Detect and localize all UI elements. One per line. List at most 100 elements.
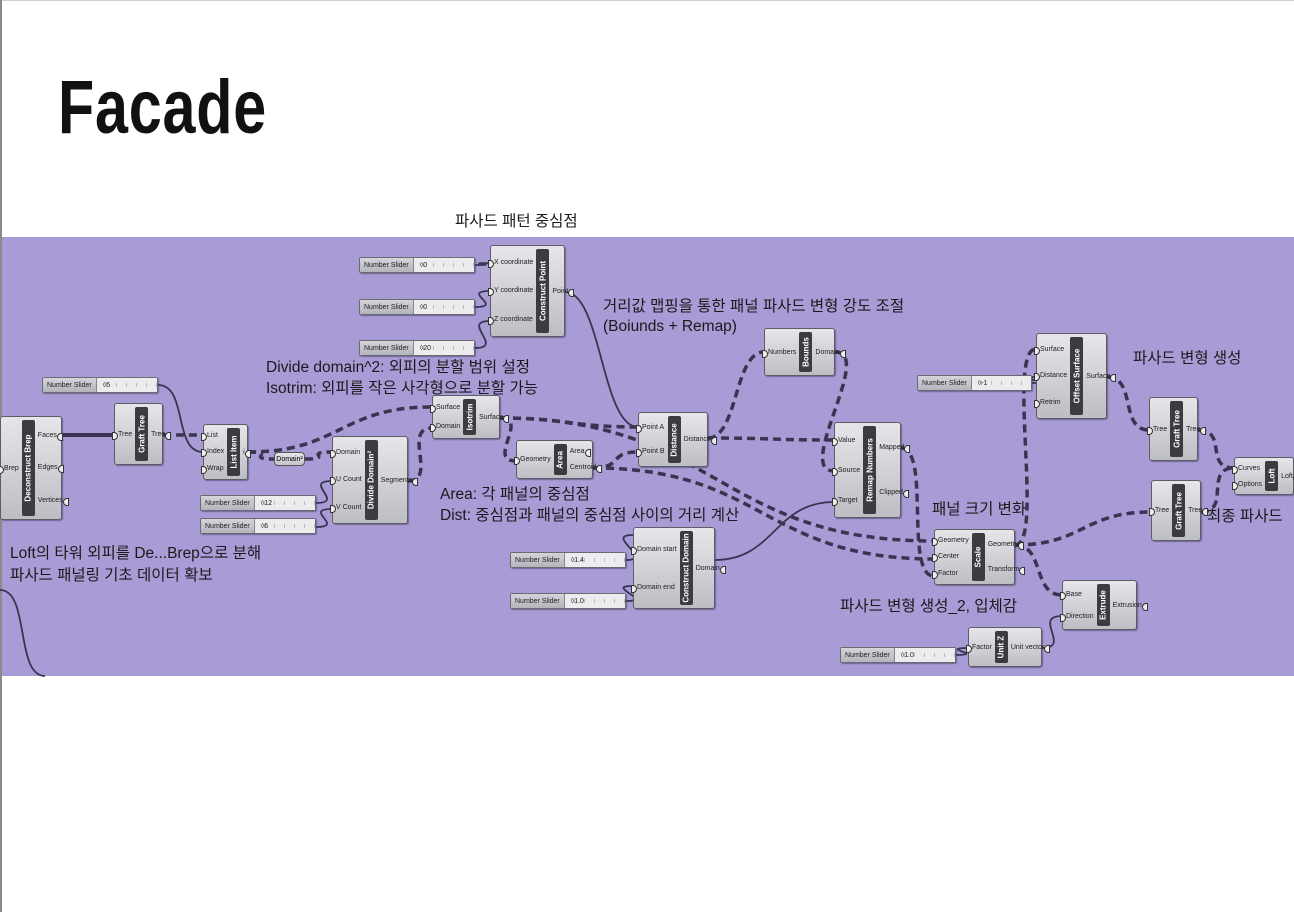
output-port-surface[interactable]: Surface: [1086, 372, 1117, 382]
slider-v[interactable]: Number Slider◊6: [200, 518, 316, 534]
input-port-surface[interactable]: Surface: [1033, 345, 1065, 355]
output-port-vertices[interactable]: Vertices: [37, 497, 69, 507]
slider-domain-end[interactable]: Number Slider◊1.0: [510, 593, 626, 609]
slider-track[interactable]: ◊-1: [971, 376, 1031, 390]
input-port-u-count[interactable]: U Count: [330, 476, 362, 486]
note-facade-deform: 파사드 변형 생성: [1133, 350, 1242, 367]
input-port-tree[interactable]: Tree: [111, 430, 133, 440]
input-port-tree[interactable]: Tree: [1146, 425, 1168, 435]
slider-track[interactable]: ◊1.0: [894, 648, 955, 662]
output-port-faces[interactable]: Faces: [37, 431, 63, 441]
input-port-list[interactable]: List: [201, 431, 218, 441]
input-port-brep[interactable]: Brep: [0, 464, 19, 474]
input-port-target[interactable]: Target: [831, 496, 858, 506]
output-port-area[interactable]: Area: [569, 447, 591, 457]
input-port-source[interactable]: Source: [831, 466, 861, 476]
input-port-point-b[interactable]: Point B: [636, 448, 665, 458]
slider-unitz[interactable]: Number Slider◊1.0: [840, 647, 956, 663]
slider-track[interactable]: ◊6: [254, 519, 315, 533]
output-port-loft[interactable]: Loft: [1281, 472, 1294, 482]
input-port-geometry[interactable]: Geometry: [514, 456, 551, 465]
output-port-unit-vector[interactable]: Unit vector: [1010, 643, 1051, 653]
input-port-direction[interactable]: Direction: [1060, 612, 1094, 622]
output-port-centroid[interactable]: Centroid: [569, 464, 603, 474]
input-port-domain[interactable]: Domain: [429, 423, 461, 432]
input-port-surface[interactable]: Surface: [429, 404, 461, 413]
input-port-y-coordinate[interactable]: Y coordinate: [487, 287, 534, 297]
input-port-curves[interactable]: Curves: [1231, 464, 1261, 474]
input-port-geometry[interactable]: Geometry: [932, 536, 969, 546]
slider-offset[interactable]: Number Slider◊-1: [917, 375, 1032, 391]
slider-track[interactable]: ◊0: [413, 300, 474, 314]
output-port-segments[interactable]: Segments: [380, 476, 418, 486]
output-port-clipped[interactable]: Clipped: [879, 489, 909, 498]
slider-x[interactable]: Number Slider◊0: [359, 257, 475, 273]
note-panel-scale: 패널 크기 변화: [932, 501, 1027, 518]
input-port-distance[interactable]: Distance: [1033, 372, 1068, 382]
slider-y[interactable]: Number Slider◊0: [359, 299, 475, 315]
input-port-base[interactable]: Base: [1060, 590, 1082, 600]
slider-track[interactable]: ◊1.0: [564, 594, 625, 608]
slider-track[interactable]: ◊5: [96, 378, 157, 392]
input-port-domain-start[interactable]: Domain start: [631, 545, 677, 555]
input-port-options[interactable]: Options: [1231, 480, 1263, 490]
domain-param[interactable]: Domain²: [274, 452, 305, 466]
output-port-distance[interactable]: Distance: [683, 436, 718, 445]
input-port-domain[interactable]: Domain: [329, 449, 361, 459]
output-port-i[interactable]: i: [243, 448, 250, 458]
input-port-v-count[interactable]: V Count: [329, 503, 362, 513]
output-port-edges[interactable]: Edges: [37, 464, 64, 474]
input-port-x-coordinate[interactable]: X coordinate: [487, 258, 534, 268]
input-port-value[interactable]: Value: [831, 436, 856, 446]
slider-track[interactable]: ◊12: [254, 496, 315, 510]
input-port-factor[interactable]: Factor: [966, 643, 992, 653]
input-port-tree[interactable]: Tree: [1148, 507, 1170, 516]
input-port-wrap[interactable]: Wrap: [201, 465, 224, 475]
output-port-extrusion[interactable]: Extrusion: [1112, 601, 1149, 611]
output-port-transform[interactable]: Transform: [987, 566, 1025, 575]
input-port-numbers[interactable]: Numbers: [761, 348, 797, 358]
slider-index[interactable]: Number Slider◊5: [42, 377, 158, 393]
input-port-index[interactable]: Index: [200, 448, 225, 458]
input-port-center[interactable]: Center: [931, 553, 960, 563]
output-port-domain[interactable]: Domain: [815, 348, 846, 358]
input-port-retrim[interactable]: Retrim: [1034, 399, 1061, 409]
input-port-domain-end[interactable]: Domain end: [631, 583, 675, 593]
slider-track[interactable]: ◊0: [413, 258, 474, 272]
output-port-mapped[interactable]: Mapped: [879, 444, 911, 453]
output-port-tree[interactable]: Tree: [1188, 507, 1209, 516]
input-port-z-coordinate[interactable]: Z coordinate: [488, 316, 533, 326]
slider-domain-start[interactable]: Number Slider◊1.4: [510, 552, 626, 568]
slider-grip-icon: ◊: [419, 303, 424, 311]
slider-track[interactable]: ◊20: [413, 341, 474, 355]
slider-track[interactable]: ◊1.4: [564, 553, 625, 567]
output-port-tree[interactable]: Tree: [151, 430, 172, 440]
slider-u[interactable]: Number Slider◊12: [200, 495, 316, 511]
input-port-factor[interactable]: Factor: [932, 570, 958, 580]
output-port-domain[interactable]: Domain: [695, 564, 726, 574]
output-port-point[interactable]: Point: [552, 287, 575, 297]
output-port-geometry[interactable]: Geometry: [987, 541, 1025, 550]
slider-z[interactable]: Number Slider◊20: [359, 340, 475, 356]
input-port-point-a[interactable]: Point A: [635, 423, 665, 433]
output-port-tree[interactable]: Tree: [1186, 425, 1207, 435]
output-port-surface[interactable]: Surface: [479, 413, 510, 423]
